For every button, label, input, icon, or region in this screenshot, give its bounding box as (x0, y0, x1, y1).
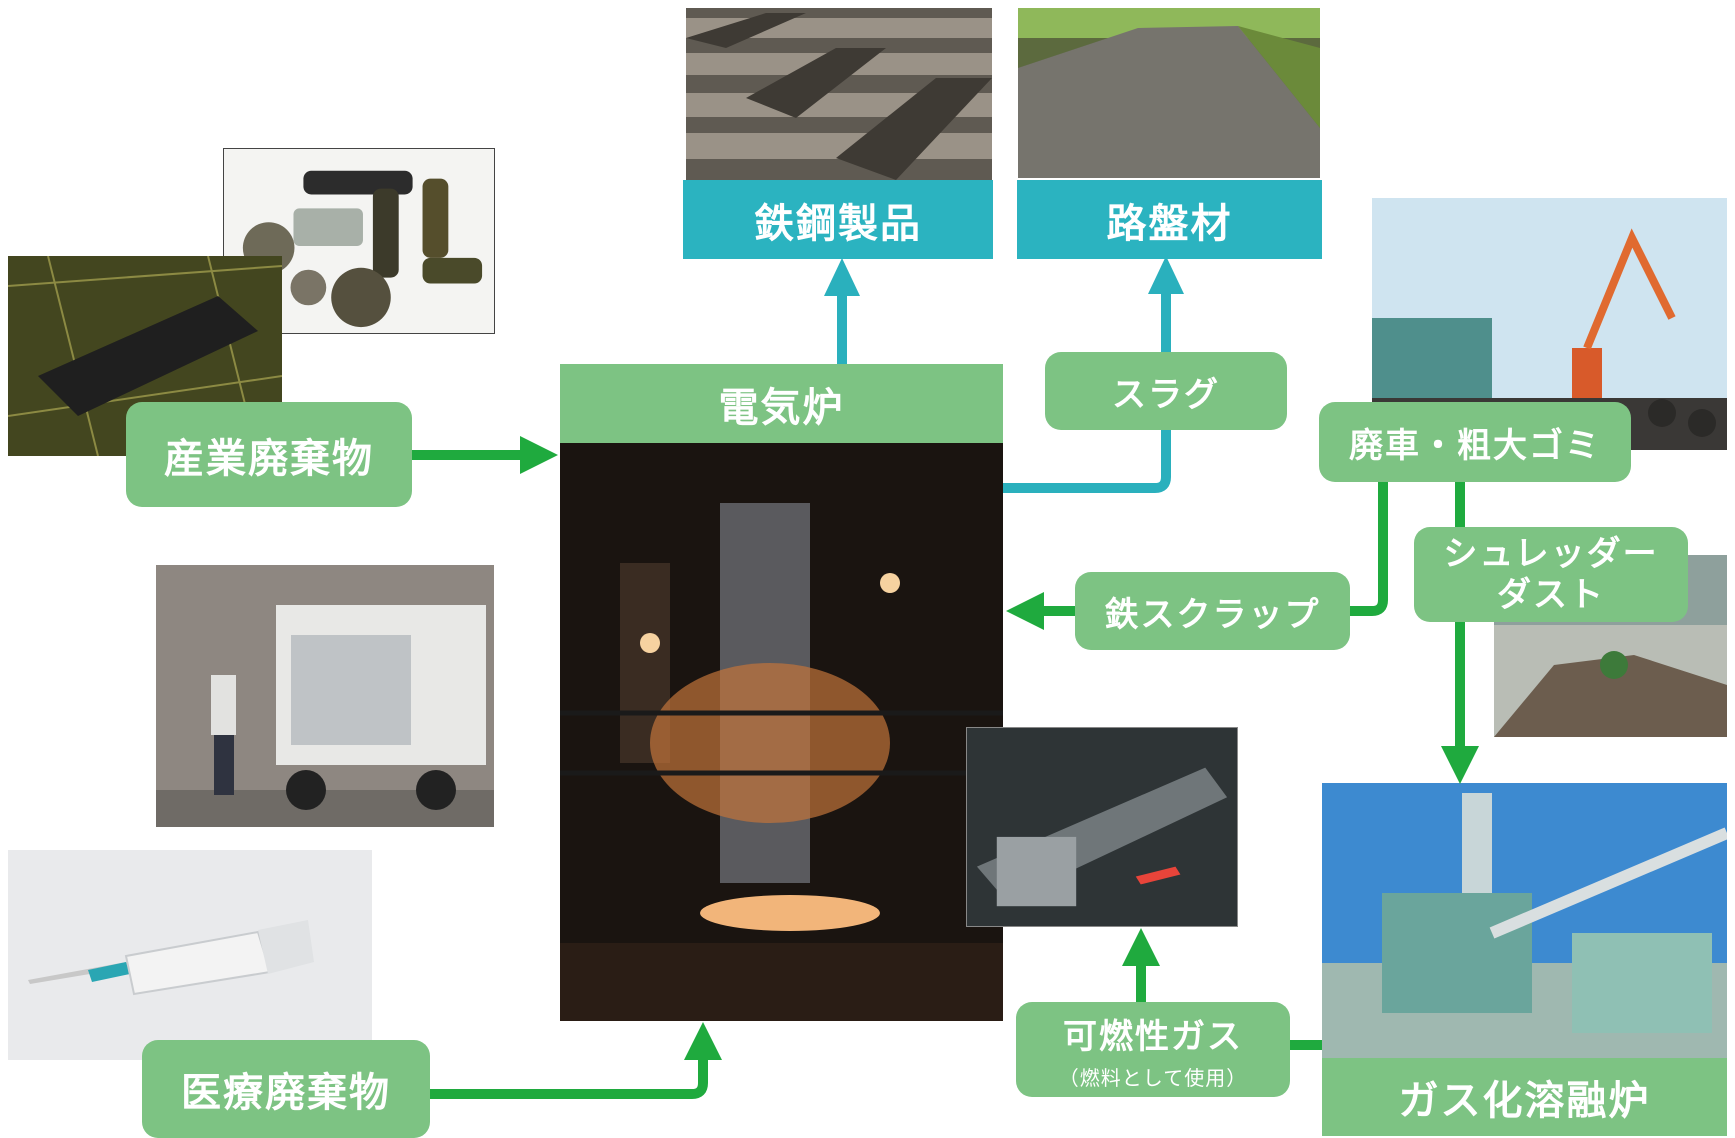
batteries-photo (223, 148, 495, 334)
iron-scrap-text: 鉄スクラップ (1104, 594, 1321, 635)
combustible-gas-text: 可燃性ガス (1063, 1016, 1243, 1057)
rebar-bundles-photo (686, 8, 992, 180)
steel-products-label: 鉄鋼製品 (683, 180, 993, 259)
electric-furnace-label: 電気炉 (560, 364, 1003, 443)
industrial-waste-text: 産業廃棄物 (164, 435, 374, 482)
slag-text: スラグ (1112, 374, 1220, 415)
iron-scrap-label: 鉄スクラップ (1075, 572, 1350, 650)
arrow-head-gasfurnace (1441, 746, 1479, 784)
syringe-photo (8, 850, 372, 1060)
medical-waste-label: 医療廃棄物 (142, 1040, 430, 1138)
road-photo (1018, 8, 1320, 178)
scrap-cars-label: 廃車・粗大ゴミ (1319, 402, 1631, 482)
shredder-dust-label: シュレッダー ダスト (1414, 527, 1688, 622)
combustible-gas-note: （燃料として使用） (1058, 1065, 1248, 1090)
gasification-furnace-label: ガス化溶融炉 (1322, 1058, 1727, 1136)
shredder-dust-text-1: シュレッダー (1443, 533, 1659, 574)
steel-products-text: 鉄鋼製品 (754, 200, 922, 247)
arrow-furnace-to-slag (1003, 430, 1171, 493)
roadbed-text: 路盤材 (1106, 200, 1233, 247)
gasification-furnace-text: ガス化溶融炉 (1398, 1078, 1651, 1124)
roadbed-label: 路盤材 (1017, 180, 1322, 259)
arrow-head-industrial (520, 436, 558, 474)
gas-plant-photo (1322, 783, 1727, 1058)
arrow-head-steel (824, 258, 860, 296)
furnace-interior-photo (560, 443, 1003, 1021)
arrow-head-mill (1122, 928, 1160, 966)
arrow-head-ironscrap (1006, 592, 1044, 630)
slag-label: スラグ (1045, 352, 1287, 430)
arrow-head-roadbed (1148, 256, 1184, 294)
industrial-waste-label: 産業廃棄物 (126, 402, 412, 507)
truck-photo (156, 565, 494, 827)
electric-furnace-text: 電気炉 (718, 384, 845, 431)
arrow-scrap-to-ironscrap (1350, 482, 1388, 616)
arrow-head-medical (684, 1022, 722, 1060)
medical-waste-text: 医療廃棄物 (181, 1070, 391, 1116)
shredder-dust-text-2: ダスト (1497, 574, 1605, 615)
rolling-mill-photo (966, 727, 1238, 927)
arrow-medical-to-furnace (430, 1060, 708, 1099)
combustible-gas-label: 可燃性ガス （燃料として使用） (1016, 1002, 1290, 1097)
scrap-cars-text: 廃車・粗大ゴミ (1349, 425, 1601, 466)
